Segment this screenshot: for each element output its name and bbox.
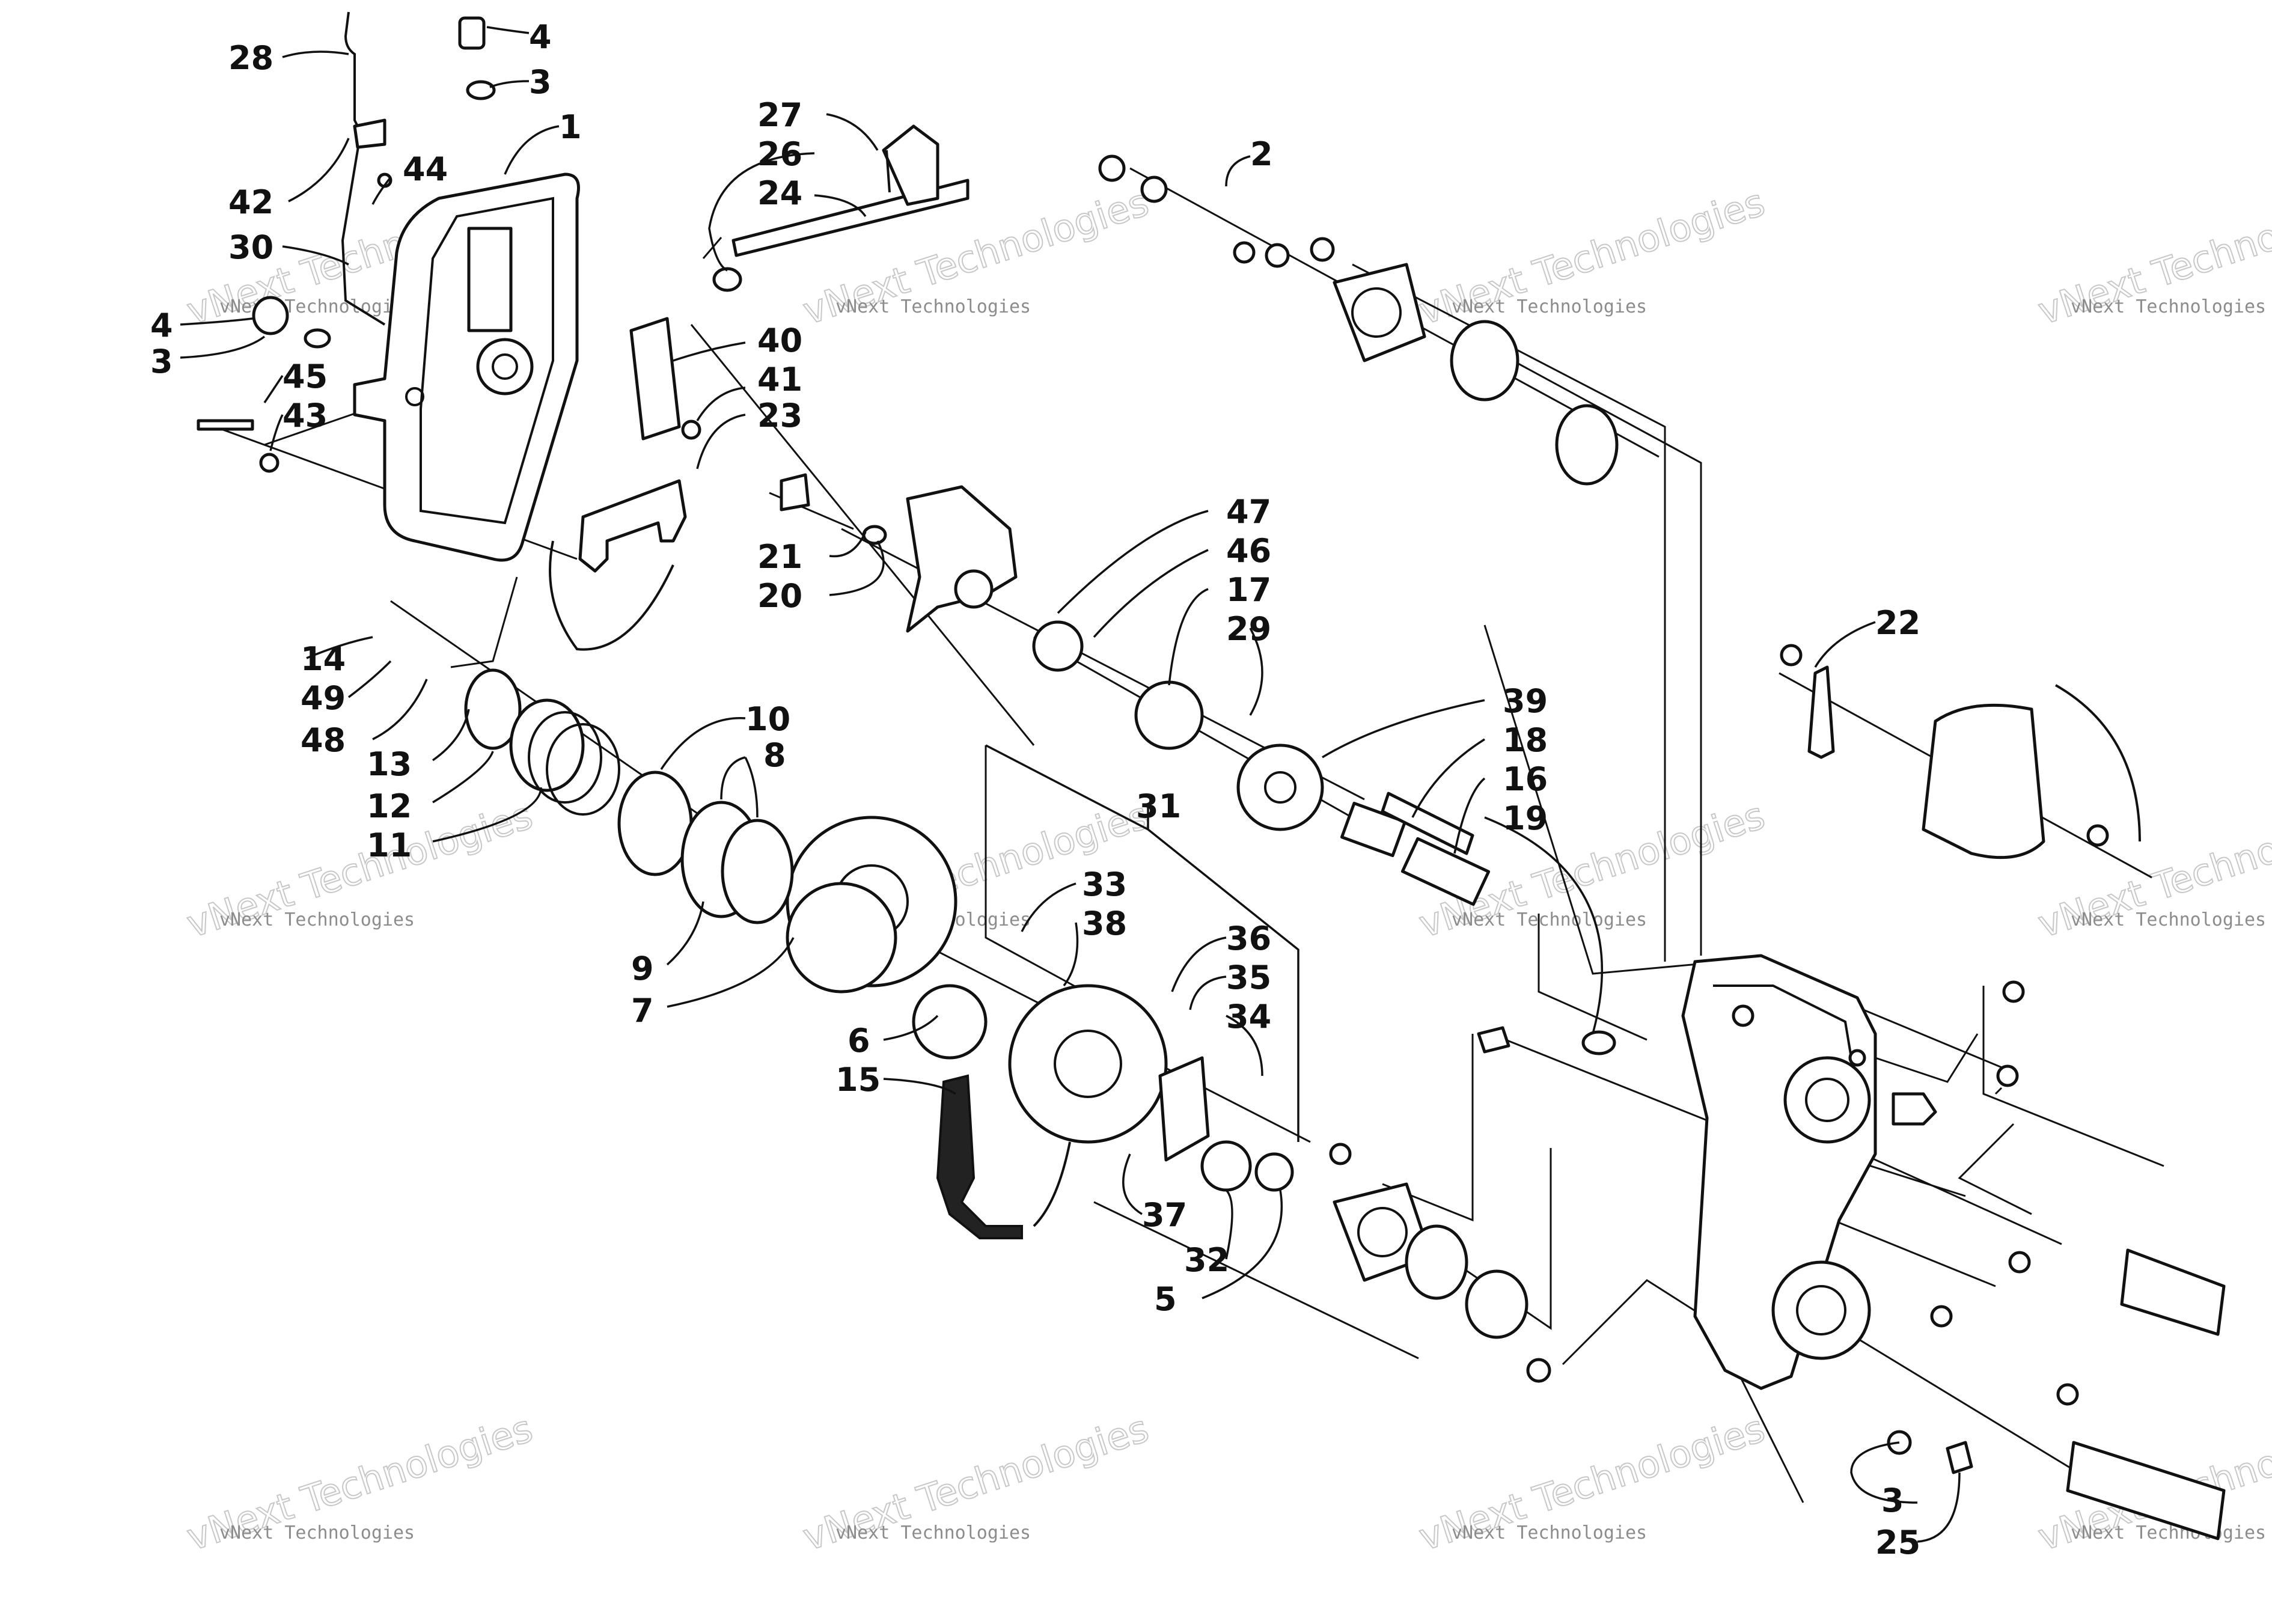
watermark-small-1-0: vNext Technologies (219, 909, 415, 930)
watermark-small-2-2: vNext Technologies (1452, 1522, 1647, 1543)
callout-41: 41 (757, 361, 802, 398)
output-shafts (2066, 1248, 2226, 1540)
chaincase-housing (1681, 954, 1937, 1390)
callout-14: 14 (301, 640, 346, 678)
callout-11: 11 (367, 826, 412, 864)
callout-43: 43 (282, 397, 328, 435)
callout-19: 19 (1503, 799, 1548, 837)
watermark-small-0-3: vNext Technologies (2071, 296, 2266, 317)
callout-8: 8 (763, 736, 786, 774)
callout-49: 49 (301, 679, 346, 717)
watermark-small-2-0: vNext Technologies (219, 1522, 415, 1543)
callout-29: 29 (1226, 610, 1271, 648)
callout-9: 9 (631, 950, 654, 988)
callout-45: 45 (282, 358, 328, 395)
callout-1: 1 (559, 108, 582, 146)
callout-31: 31 (1136, 787, 1181, 825)
callout-17: 17 (1226, 571, 1271, 609)
cover-plate (629, 317, 701, 441)
callout-labels: 1 2 3 3 3 4 4 5 6 7 8 9 10 11 12 13 14 1… (150, 18, 1920, 1561)
bearing-assembly-lower (1329, 1143, 1551, 1383)
callout-28: 28 (228, 39, 273, 77)
fill-plug-top (458, 16, 496, 100)
idler-shaft (1381, 792, 1616, 1055)
callout-39: 39 (1503, 682, 1548, 720)
chain (936, 1074, 1071, 1239)
callout-47: 47 (1226, 493, 1271, 531)
callout-21: 21 (757, 538, 802, 576)
callout-32: 32 (1184, 1241, 1229, 1279)
callout-16: 16 (1503, 760, 1548, 798)
callout-23: 23 (757, 397, 802, 435)
drive-sprocket-lower (786, 816, 957, 994)
callout-3-bottom: 3 (1881, 1482, 1904, 1519)
callout-5: 5 (1154, 1280, 1177, 1318)
spring-pack (464, 668, 794, 924)
callout-6: 6 (847, 1022, 870, 1060)
callout-13: 13 (367, 745, 412, 783)
watermark-small-0-2: vNext Technologies (1452, 296, 1647, 317)
callout-27: 27 (757, 96, 802, 134)
callout-38: 38 (1082, 905, 1127, 942)
callout-leaders (180, 26, 1961, 1543)
callout-36: 36 (1226, 920, 1271, 957)
callout-30: 30 (228, 228, 273, 266)
callout-20: 20 (757, 577, 802, 615)
watermark-small-2-1: vNext Technologies (835, 1522, 1031, 1543)
callout-33: 33 (1082, 865, 1127, 903)
callout-37: 37 (1142, 1196, 1187, 1234)
callout-24: 24 (757, 174, 802, 212)
callout-44: 44 (403, 150, 448, 188)
callout-42: 42 (228, 183, 273, 221)
bearing-assembly-upper (1098, 154, 1619, 486)
callout-34: 34 (1226, 998, 1271, 1036)
watermark-small-0-1: vNext Technologies (835, 296, 1031, 317)
callout-7: 7 (631, 992, 654, 1030)
watermark-small-2-3: vNext Technologies (2071, 1522, 2266, 1543)
brake-bracket (1780, 644, 2141, 859)
watermark-small-1-2: vNext Technologies (1452, 909, 1647, 930)
callout-4-left: 4 (150, 307, 173, 344)
callout-4-top: 4 (529, 18, 552, 56)
watermark-small-1-3: vNext Technologies (2071, 909, 2266, 930)
callout-2: 2 (1250, 135, 1273, 173)
callout-35: 35 (1226, 959, 1271, 997)
callout-22: 22 (1875, 604, 1920, 642)
callout-40: 40 (757, 322, 802, 359)
fill-plug-left (197, 296, 331, 473)
callout-15: 15 (835, 1061, 881, 1099)
bolt-20 (780, 473, 887, 545)
chain-tensioner-bracket (549, 479, 687, 651)
gears-center (912, 620, 1491, 1192)
mounting-bracket (906, 485, 1018, 633)
callout-3-top: 3 (529, 63, 552, 101)
callout-48: 48 (301, 721, 346, 759)
watermark-small-0-0: vNext Technologies (219, 296, 415, 317)
callout-26: 26 (757, 135, 802, 173)
callout-10: 10 (745, 700, 790, 738)
callout-18: 18 (1503, 721, 1548, 759)
shift-shaft (712, 124, 970, 292)
callout-12: 12 (367, 787, 412, 825)
callout-46: 46 (1226, 532, 1271, 570)
dipstick (341, 11, 392, 326)
chaincase-cover (353, 172, 580, 562)
callout-25: 25 (1875, 1524, 1920, 1561)
callout-3-left: 3 (150, 343, 173, 380)
